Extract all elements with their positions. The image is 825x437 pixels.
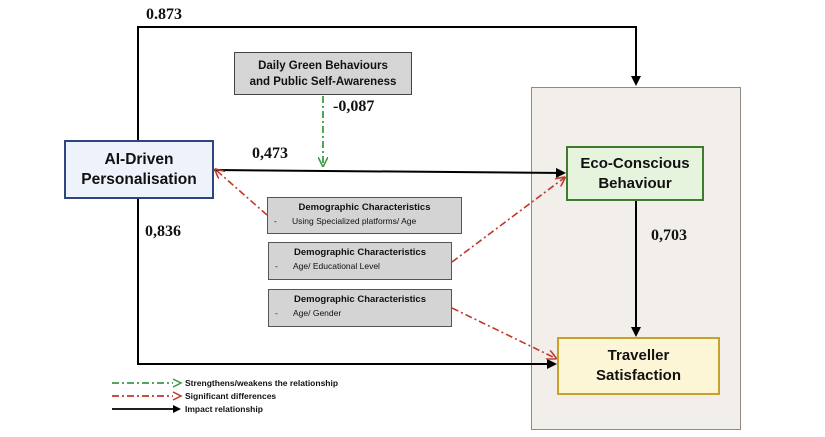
demographic-title: Demographic Characteristics [298, 202, 431, 213]
demographic-dash: - [274, 216, 277, 226]
traveller-node-line1: Traveller [607, 347, 670, 364]
demographic-detail: Age/ Gender [293, 308, 342, 318]
traveller-satisfaction-node: Traveller Satisfaction [557, 337, 720, 395]
arrow-demo1-to-ai [216, 170, 268, 216]
coefficient-ai-to-eco-direct: 0,473 [252, 145, 288, 162]
arrow-demo3-to-traveller [451, 307, 555, 358]
traveller-node-line2: Satisfaction [595, 367, 682, 384]
demographic-detail: Using Specialized platforms/ Age [292, 216, 417, 226]
demographic-box-platforms-age: Demographic Characteristics - Using Spec… [267, 197, 462, 234]
legend-item-moderation: Strengthens/weakens the relationship [111, 378, 338, 388]
legend-label: Strengthens/weakens the relationship [185, 378, 339, 388]
daily-node-line2: and Public Self-Awareness [249, 75, 397, 88]
demographic-box-age-education: Demographic Characteristics - Age/ Educa… [268, 242, 452, 280]
eco-conscious-behaviour-node: Eco-Conscious Behaviour [566, 146, 704, 201]
green-dash-dot-arrow-icon [112, 378, 183, 388]
coefficient-ai-to-traveller: 0,836 [145, 223, 181, 240]
coefficient-ai-to-eco-top: 0.873 [146, 6, 182, 23]
eco-node-line2: Behaviour [598, 174, 672, 192]
legend-item-differences: Significant differences [111, 391, 276, 401]
ai-personalisation-node: AI-Driven Personalisation [64, 140, 214, 199]
demographic-title: Demographic Characteristics [294, 294, 426, 305]
coefficient-daily-moderation: -0,087 [333, 98, 375, 115]
legend-item-impact: Impact relationship [111, 404, 263, 414]
demographic-dash: - [275, 308, 278, 318]
arrow-ai-to-traveller [137, 199, 557, 369]
demographic-box-age-gender: Demographic Characteristics - Age/ Gende… [268, 289, 452, 327]
red-dash-dot-arrow-icon [112, 391, 183, 401]
legend-label: Significant differences [185, 391, 277, 401]
arrow-ai-to-eco-direct [213, 167, 566, 178]
demographic-dash: - [275, 261, 278, 271]
solid-arrow-icon [112, 405, 181, 413]
arrow-ai-to-eco-top [137, 26, 641, 140]
demographic-title: Demographic Characteristics [294, 247, 426, 258]
ai-node-line2: Personalisation [81, 170, 197, 188]
coefficient-eco-to-traveller: 0,703 [651, 227, 687, 244]
arrow-demo2-to-eco [451, 178, 564, 263]
legend-label: Impact relationship [185, 404, 263, 414]
demographic-detail: Age/ Educational Level [293, 261, 380, 271]
daily-green-behaviours-node: Daily Green Behaviours and Public Self-A… [234, 52, 412, 95]
daily-node-line1: Daily Green Behaviours [258, 59, 388, 72]
eco-node-line1: Eco-Conscious [580, 154, 690, 172]
ai-node-line1: AI-Driven [104, 150, 174, 168]
